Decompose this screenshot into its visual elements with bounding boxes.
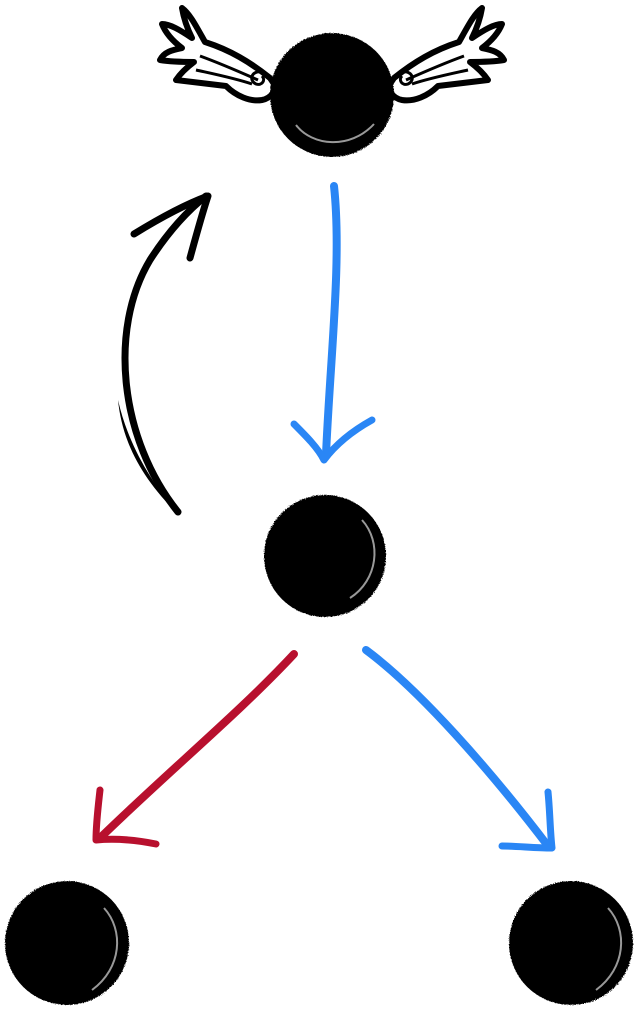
- node-top: [270, 33, 394, 157]
- arrow-middle-to-top: [118, 196, 208, 512]
- arrow-middle-to-bottom-left: [96, 654, 294, 844]
- arrow-middle-to-bottom-right: [366, 650, 552, 848]
- right-wing-icon: [390, 8, 505, 100]
- node-bottom-right: [509, 881, 633, 1005]
- arrow-top-to-middle: [294, 186, 372, 460]
- left-wing-icon: [160, 8, 275, 100]
- node-bottom-left: [5, 881, 129, 1005]
- node-middle: [264, 495, 386, 617]
